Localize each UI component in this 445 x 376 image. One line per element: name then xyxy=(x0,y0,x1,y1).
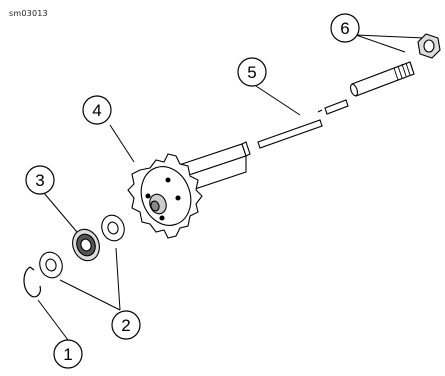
leader-line-2b xyxy=(115,247,121,311)
leader-line-6a xyxy=(355,34,406,53)
callout-3: 3 xyxy=(25,165,55,195)
circlip-part xyxy=(23,266,41,298)
callout-2: 2 xyxy=(111,310,141,340)
leader-line-4 xyxy=(109,124,135,163)
figure-reference-code: sm03013 xyxy=(9,9,48,18)
leader-line-1 xyxy=(37,299,69,341)
key-pin-part xyxy=(257,99,349,149)
callout-5: 5 xyxy=(237,57,267,87)
callout-1-label: 1 xyxy=(63,345,72,364)
washer-part-outer xyxy=(39,251,63,279)
callout-5-label: 5 xyxy=(247,63,256,82)
hex-nut-part xyxy=(417,33,441,59)
callout-6: 6 xyxy=(330,13,360,43)
leader-line-3 xyxy=(43,192,83,239)
callout-6-label: 6 xyxy=(340,19,349,38)
washer-part-inner xyxy=(101,214,125,242)
leader-line-5 xyxy=(255,85,301,116)
callout-3-label: 3 xyxy=(35,171,44,190)
bearing-part xyxy=(72,228,100,262)
sprocket-shaft-part xyxy=(127,141,251,239)
callout-2-label: 2 xyxy=(121,316,130,335)
threaded-shaft-part xyxy=(349,61,415,97)
leader-line-6b xyxy=(355,34,426,39)
callout-4: 4 xyxy=(82,95,112,125)
callout-4-label: 4 xyxy=(92,101,101,120)
leader-lines xyxy=(37,34,426,341)
callout-1: 1 xyxy=(53,339,83,369)
leader-line-2a xyxy=(59,279,121,311)
